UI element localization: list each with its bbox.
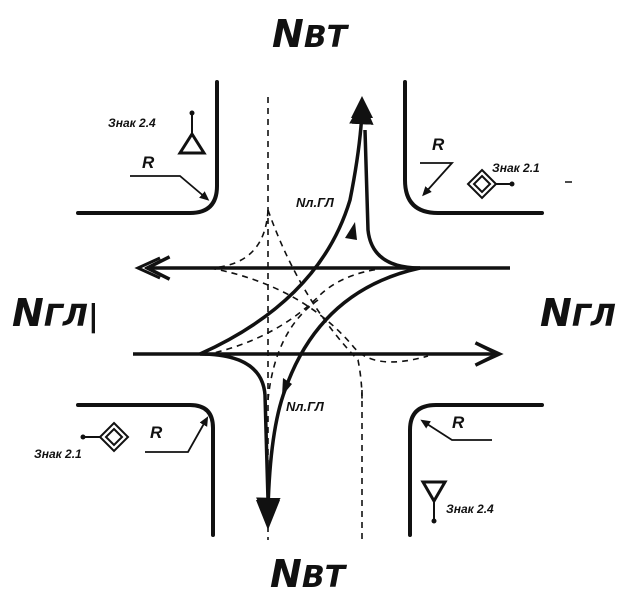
lane-center-lines — [267, 97, 363, 540]
curb-top-right — [403, 80, 544, 215]
curb-bottom-left — [76, 403, 215, 537]
radius-label-top-right: R — [432, 135, 445, 154]
radius-label-bottom-right: R — [452, 413, 465, 432]
sign-label-top-left: Знак 2.4 — [108, 116, 156, 130]
small-arrow-upper — [345, 222, 357, 240]
arrowhead-north — [351, 96, 373, 118]
arrowhead-south — [256, 500, 280, 530]
turning-flows — [199, 99, 421, 523]
label-left: NГЛ| — [12, 291, 99, 335]
flow-northbound — [199, 99, 374, 356]
yield-triangle-icon — [420, 480, 448, 524]
curb-bottom-right — [408, 403, 544, 537]
small-arrow-lower — [282, 378, 292, 396]
sign-label-bottom-right: Знак 2.4 — [446, 502, 494, 516]
sign-bottom-left: Знак 2.1 — [34, 421, 130, 461]
sign-top-left: Знак 2.4 — [108, 110, 207, 155]
road-curbs — [76, 80, 544, 537]
label-right: NГЛ — [540, 291, 616, 335]
yield-triangle-icon — [177, 110, 207, 155]
priority-road-diamond-icon — [466, 168, 515, 200]
curb-top-left — [76, 80, 219, 215]
flow-southbound — [256, 266, 421, 523]
radius-label-bottom-left: R — [150, 423, 163, 442]
arrowhead-east — [477, 342, 504, 366]
sign-bottom-right: Знак 2.4 — [420, 480, 494, 524]
sign-label-top-right: Знак 2.1 — [492, 161, 540, 175]
dashed-trajectories — [204, 209, 431, 401]
radius-label-top-left: R — [142, 153, 155, 172]
main-road-flows — [133, 268, 510, 354]
sign-top-right: Знак 2.1 — [466, 161, 572, 200]
flow-right-turn-south — [199, 352, 270, 501]
flow-right-turn-north — [363, 129, 421, 270]
label-turn-upper: Nл.ГЛ — [296, 195, 335, 210]
priority-road-diamond-icon — [80, 421, 130, 453]
radius-annotations: R R R R — [130, 135, 492, 453]
label-bottom: NВТ — [270, 552, 348, 595]
label-top: NВТ — [272, 12, 350, 56]
arrowhead-west — [134, 256, 161, 280]
label-turn-lower: Nл.ГЛ — [286, 399, 325, 414]
sign-label-bottom-left: Знак 2.1 — [34, 447, 82, 461]
